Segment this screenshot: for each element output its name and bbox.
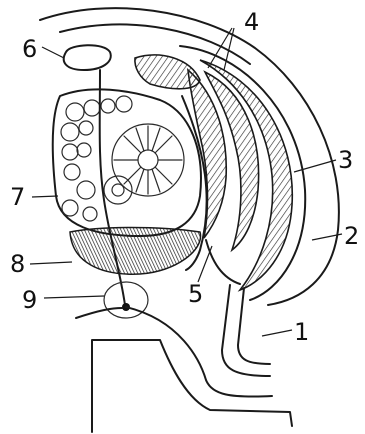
label-3: 3 [338, 146, 353, 174]
leader-8 [30, 262, 72, 264]
lower-body-outline [92, 340, 292, 432]
capsule-organ [64, 45, 111, 70]
ventral-nerve [126, 307, 272, 397]
label-2: 2 [344, 222, 359, 250]
label-8: 8 [10, 250, 25, 278]
label-7: 7 [10, 183, 25, 211]
label-5: 5 [188, 280, 203, 308]
leader-7 [32, 196, 58, 197]
central-rosette [112, 124, 184, 196]
label-9: 9 [22, 286, 37, 314]
leader-1 [262, 330, 292, 336]
ventral-muscle-mass [70, 228, 201, 275]
label-6: 6 [22, 35, 37, 63]
dorsal-muscle-block [135, 55, 200, 89]
label-1: 1 [294, 318, 309, 346]
ventral-tube [222, 285, 270, 376]
mouth-line [76, 308, 122, 318]
ganglion-cluster [53, 89, 201, 274]
leader-9 [44, 296, 104, 298]
leader-6 [42, 47, 64, 58]
label-4: 4 [244, 8, 259, 36]
